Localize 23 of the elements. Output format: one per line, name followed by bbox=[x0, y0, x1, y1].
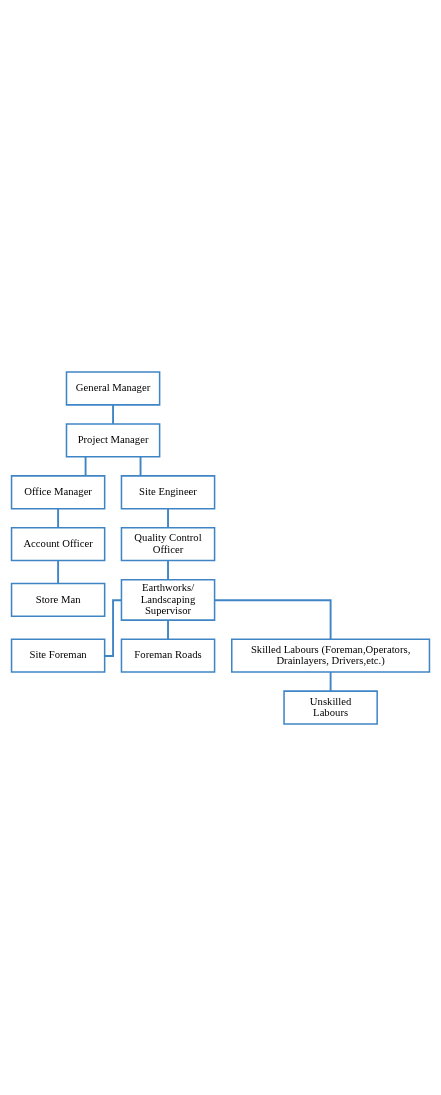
connector bbox=[329, 670, 332, 692]
node-box: Skilled Labours (Foreman,Operators, Drainlayers, Drivers,etc.) bbox=[231, 637, 431, 673]
node-box: Project Manager bbox=[65, 422, 161, 458]
connector bbox=[57, 507, 60, 529]
connector bbox=[167, 507, 169, 529]
connector bbox=[84, 455, 87, 477]
connector bbox=[167, 618, 169, 640]
node-box: Store Man bbox=[10, 582, 106, 617]
connector bbox=[112, 403, 114, 425]
node-box: Earthworks/ Landscaping Supervisor bbox=[120, 578, 216, 621]
connector bbox=[139, 455, 142, 477]
node-box: Foreman Roads bbox=[120, 637, 216, 673]
node-box: Office Manager bbox=[10, 474, 106, 509]
connector bbox=[167, 559, 169, 581]
connector bbox=[103, 598, 123, 657]
node-box: Quality Control Officer bbox=[120, 526, 216, 561]
node-box: Site Engineer bbox=[120, 474, 216, 509]
node-box: General Manager bbox=[65, 370, 161, 406]
node-box: Account Officer bbox=[10, 526, 106, 561]
node-box: Site Foreman bbox=[10, 637, 106, 673]
node-box: Unskilled Labours bbox=[283, 689, 378, 725]
connector bbox=[213, 598, 332, 640]
connector bbox=[57, 559, 60, 584]
